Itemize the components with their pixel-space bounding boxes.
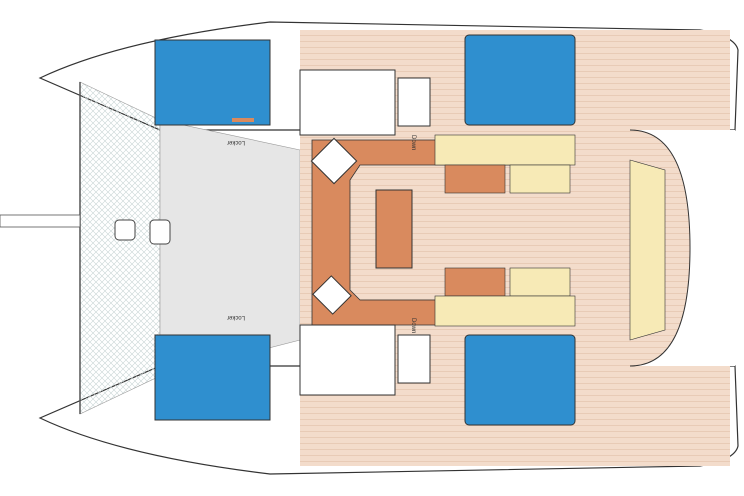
locker-label-top: Locker [227, 139, 245, 145]
settee-top [434, 134, 576, 166]
locker-label-bottom: Locker [227, 314, 245, 320]
hatch-1 [114, 219, 136, 241]
settee-bottom [434, 295, 576, 327]
stairs-port [397, 77, 431, 127]
head-port [299, 69, 396, 136]
stairs-starboard [397, 334, 431, 384]
saloon-table [375, 189, 413, 269]
bowsprit [0, 214, 81, 228]
forward-berth-port [154, 39, 271, 126]
aft-cockpit-cutout [630, 130, 735, 366]
forward-berth-starboard [154, 334, 271, 421]
table-bottom-1 [444, 267, 506, 297]
head-starboard [299, 324, 396, 396]
sink-icon [312, 275, 352, 315]
table-top-2 [509, 164, 571, 194]
trampoline-net [79, 81, 161, 415]
hatch-2 [149, 219, 171, 245]
aft-berth-port [464, 34, 576, 126]
table-bottom-2 [509, 267, 571, 297]
table-top-1 [444, 164, 506, 194]
down-label-bottom: Down [410, 318, 416, 333]
aft-bench [629, 159, 666, 341]
locker-mark-top [232, 118, 254, 122]
stove-icon [310, 137, 358, 185]
down-label-top: Down [410, 135, 416, 150]
aft-berth-starboard [464, 334, 576, 426]
